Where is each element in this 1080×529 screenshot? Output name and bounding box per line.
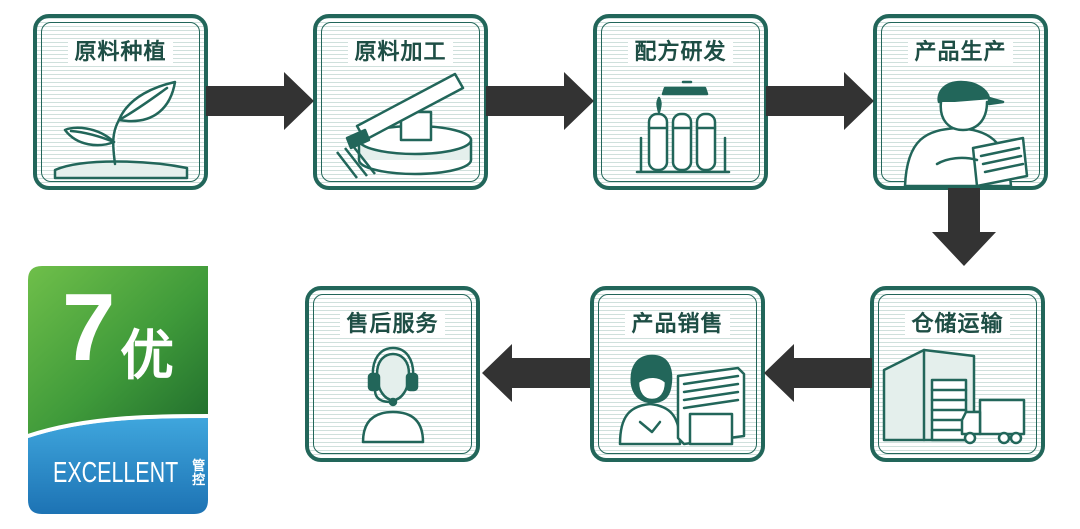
step-label: 售后服务 — [340, 312, 445, 337]
arrow-left-icon — [764, 344, 872, 402]
logo-numeral: 7 — [62, 274, 116, 381]
step-after-sales-service: 售后服务 — [305, 286, 480, 462]
logo-side-text: 管 控 — [192, 458, 206, 488]
headset-agent-icon — [361, 346, 425, 444]
arrow-down-icon — [932, 188, 996, 266]
processing-machine-icon — [336, 72, 473, 179]
step-product-sales: 产品销售 — [590, 286, 765, 462]
factory-worker-icon — [903, 80, 1029, 186]
step-product-manufacturing: 产品生产 — [873, 14, 1048, 190]
warehouse-truck-icon — [882, 348, 1026, 445]
logo-badge — [28, 266, 208, 514]
arrow-right-icon — [486, 72, 594, 130]
arrow-right-icon — [766, 72, 874, 130]
step-label: 配方研发 — [628, 40, 733, 65]
logo-side-2: 控 — [192, 472, 206, 488]
logo-character: 优 — [120, 324, 174, 387]
step-label: 产品销售 — [625, 312, 730, 337]
step-label: 仓储运输 — [905, 312, 1010, 337]
step-label: 原料加工 — [348, 40, 453, 65]
seven-excellent-logo: 7 优 EXCELLENT 管 控 — [28, 266, 208, 514]
test-tubes-icon — [635, 80, 731, 174]
arrow-left-icon — [482, 344, 590, 402]
logo-side-1: 管 — [192, 458, 206, 474]
step-raw-material-processing: 原料加工 — [313, 14, 488, 190]
step-formula-research: 配方研发 — [593, 14, 768, 190]
step-storage-transport: 仓储运输 — [870, 286, 1045, 462]
logo-word: EXCELLENT — [52, 457, 179, 489]
logo-word-row: EXCELLENT 管 控 — [28, 433, 208, 514]
arrow-right-icon — [206, 72, 314, 130]
sales-clerk-icon — [618, 354, 746, 446]
step-raw-material-planting: 原料种植 — [33, 14, 208, 190]
seedling-icon — [53, 80, 189, 180]
step-label: 原料种植 — [68, 40, 173, 65]
step-label: 产品生产 — [908, 40, 1013, 65]
